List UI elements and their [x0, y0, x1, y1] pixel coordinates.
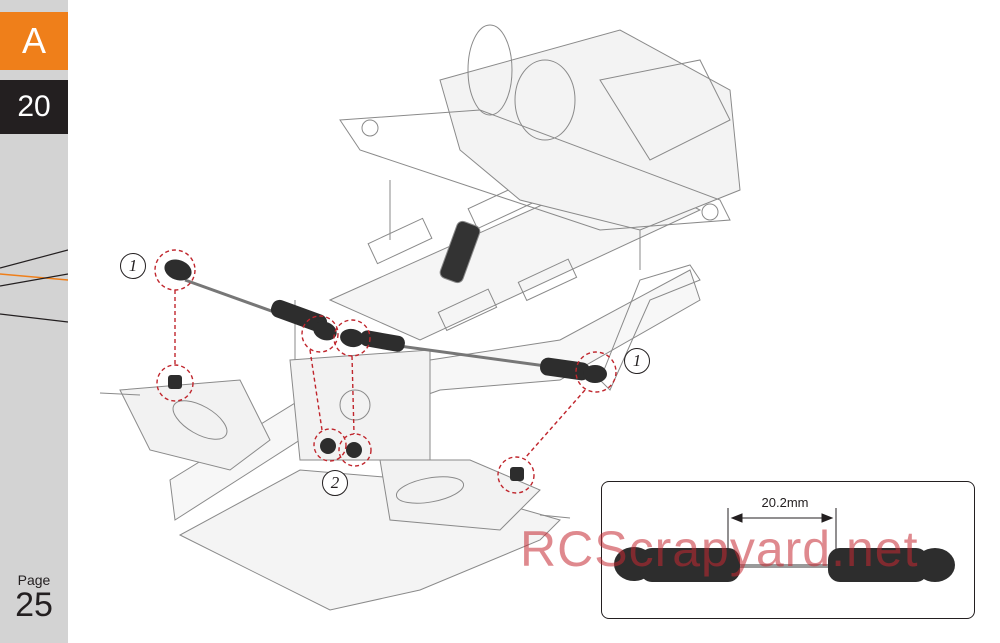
page-number: 25 — [15, 586, 53, 624]
callout-1-left: 1 — [120, 253, 146, 279]
watermark: RCScrapyard.net — [520, 521, 919, 577]
callout-2: 2 — [322, 470, 348, 496]
section-badge: A — [0, 12, 68, 70]
sidebar: A 20 Page 25 — [0, 0, 68, 643]
callout-1-right: 1 — [624, 348, 650, 374]
dimension-label: 20.2mm — [761, 495, 809, 510]
decorative-lines — [0, 249, 68, 323]
page-label: Page — [17, 572, 51, 588]
step-number: 20 — [0, 80, 68, 134]
